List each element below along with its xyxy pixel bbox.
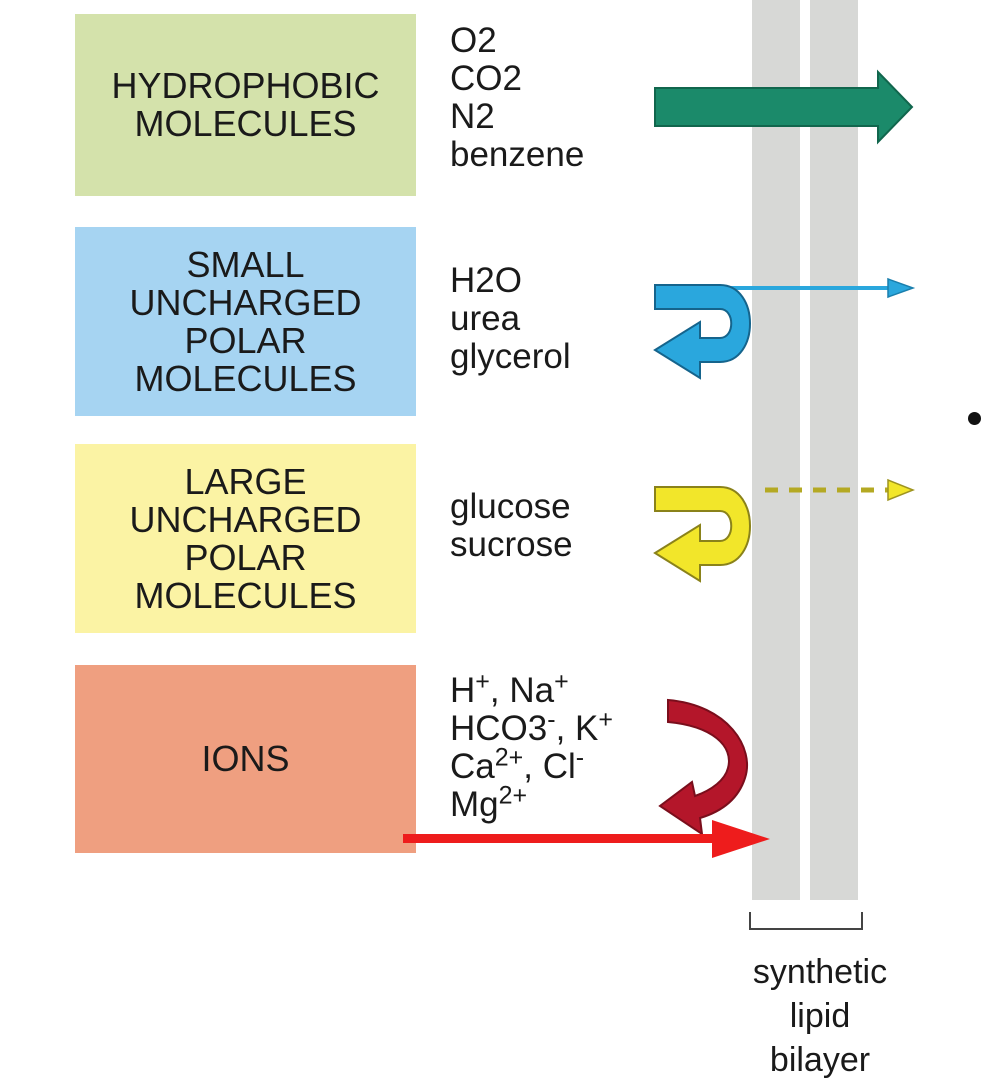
- hydrophobic-permeation-arrow: [654, 69, 914, 145]
- ion-charge: 2+: [498, 781, 528, 810]
- ion-symbol: HCO3: [450, 709, 548, 748]
- ion-line: Mg2+: [450, 783, 613, 824]
- ion-symbol: , Cl: [523, 747, 576, 786]
- bilayer-label-line: lipid: [789, 997, 851, 1035]
- molecule-list-hydrophobic: O2 CO2 N2 benzene: [450, 22, 584, 174]
- annotation-arrow-shaft: [403, 834, 718, 843]
- bilayer-label: synthetic lipid bilayer: [690, 950, 950, 1082]
- ions-reflect-arrow: [658, 698, 748, 837]
- ion-charge: -: [547, 705, 556, 734]
- category-label-line: MOLECULES: [134, 357, 357, 399]
- bilayer-label-line: synthetic: [752, 953, 888, 991]
- ion-line: Ca2+, Cl-: [450, 745, 613, 786]
- molecule-name: glucose: [450, 487, 571, 526]
- bullet-dot: [968, 412, 981, 425]
- ion-charge: +: [554, 667, 569, 696]
- ion-symbol: H: [450, 671, 476, 710]
- molecule-list-ions: H+, Na+ HCO3-, K+ Ca2+, Cl- Mg2+: [450, 669, 613, 824]
- category-label-line: MOLECULES: [134, 103, 357, 144]
- molecule-name: O2: [450, 21, 497, 60]
- annotation-arrow-head: [712, 820, 770, 858]
- category-label-line: MOLECULES: [134, 574, 357, 616]
- molecule-list-large-polar: glucose sucrose: [450, 488, 573, 564]
- molecule-name: N2: [450, 97, 495, 136]
- category-box-large-uncharged-polar: LARGE UNCHARGED POLAR MOLECULES: [75, 444, 416, 633]
- large-polar-slow-arrow-head: [887, 478, 916, 502]
- category-box-hydrophobic: HYDROPHOBIC MOLECULES: [75, 14, 416, 196]
- molecule-list-small-polar: H2O urea glycerol: [450, 262, 571, 376]
- molecule-name: urea: [450, 299, 521, 338]
- category-box-small-uncharged-polar: SMALL UNCHARGED POLAR MOLECULES: [75, 227, 416, 416]
- ion-symbol: , Na: [489, 671, 555, 710]
- bilayer-leaflet-inner: [810, 0, 858, 900]
- ion-charge: -: [575, 743, 585, 772]
- category-label-line: IONS: [201, 738, 290, 779]
- molecule-name: CO2: [450, 59, 522, 98]
- category-label-line: HYDROPHOBIC: [111, 65, 380, 106]
- ion-symbol: Mg: [450, 785, 499, 824]
- bilayer-bracket: [749, 912, 863, 930]
- ion-line: HCO3-, K+: [450, 707, 613, 748]
- ion-charge: 2+: [494, 743, 524, 772]
- bilayer-label-line: bilayer: [769, 1041, 871, 1079]
- ion-symbol: Ca: [450, 747, 495, 786]
- molecule-name: glycerol: [450, 337, 571, 376]
- molecule-name: benzene: [450, 135, 585, 174]
- small-polar-through-arrow-head: [887, 277, 916, 299]
- category-label-line: UNCHARGED: [129, 498, 362, 540]
- category-label-line: POLAR: [184, 536, 307, 578]
- molecule-name: sucrose: [450, 525, 573, 564]
- category-box-ions: IONS: [75, 665, 416, 853]
- bilayer-leaflet-outer: [752, 0, 800, 900]
- category-label-line: SMALL: [186, 243, 305, 285]
- category-label-line: POLAR: [184, 319, 307, 361]
- ion-symbol: , K: [555, 709, 599, 748]
- category-label-line: UNCHARGED: [129, 281, 362, 323]
- category-label-line: LARGE: [184, 460, 307, 502]
- ion-charge: +: [598, 705, 613, 734]
- molecule-name: H2O: [450, 261, 522, 300]
- ion-charge: +: [475, 667, 490, 696]
- large-polar-uturn-arrow: [653, 486, 751, 583]
- ion-line: H+, Na+: [450, 669, 613, 710]
- small-polar-uturn-arrow: [653, 284, 751, 380]
